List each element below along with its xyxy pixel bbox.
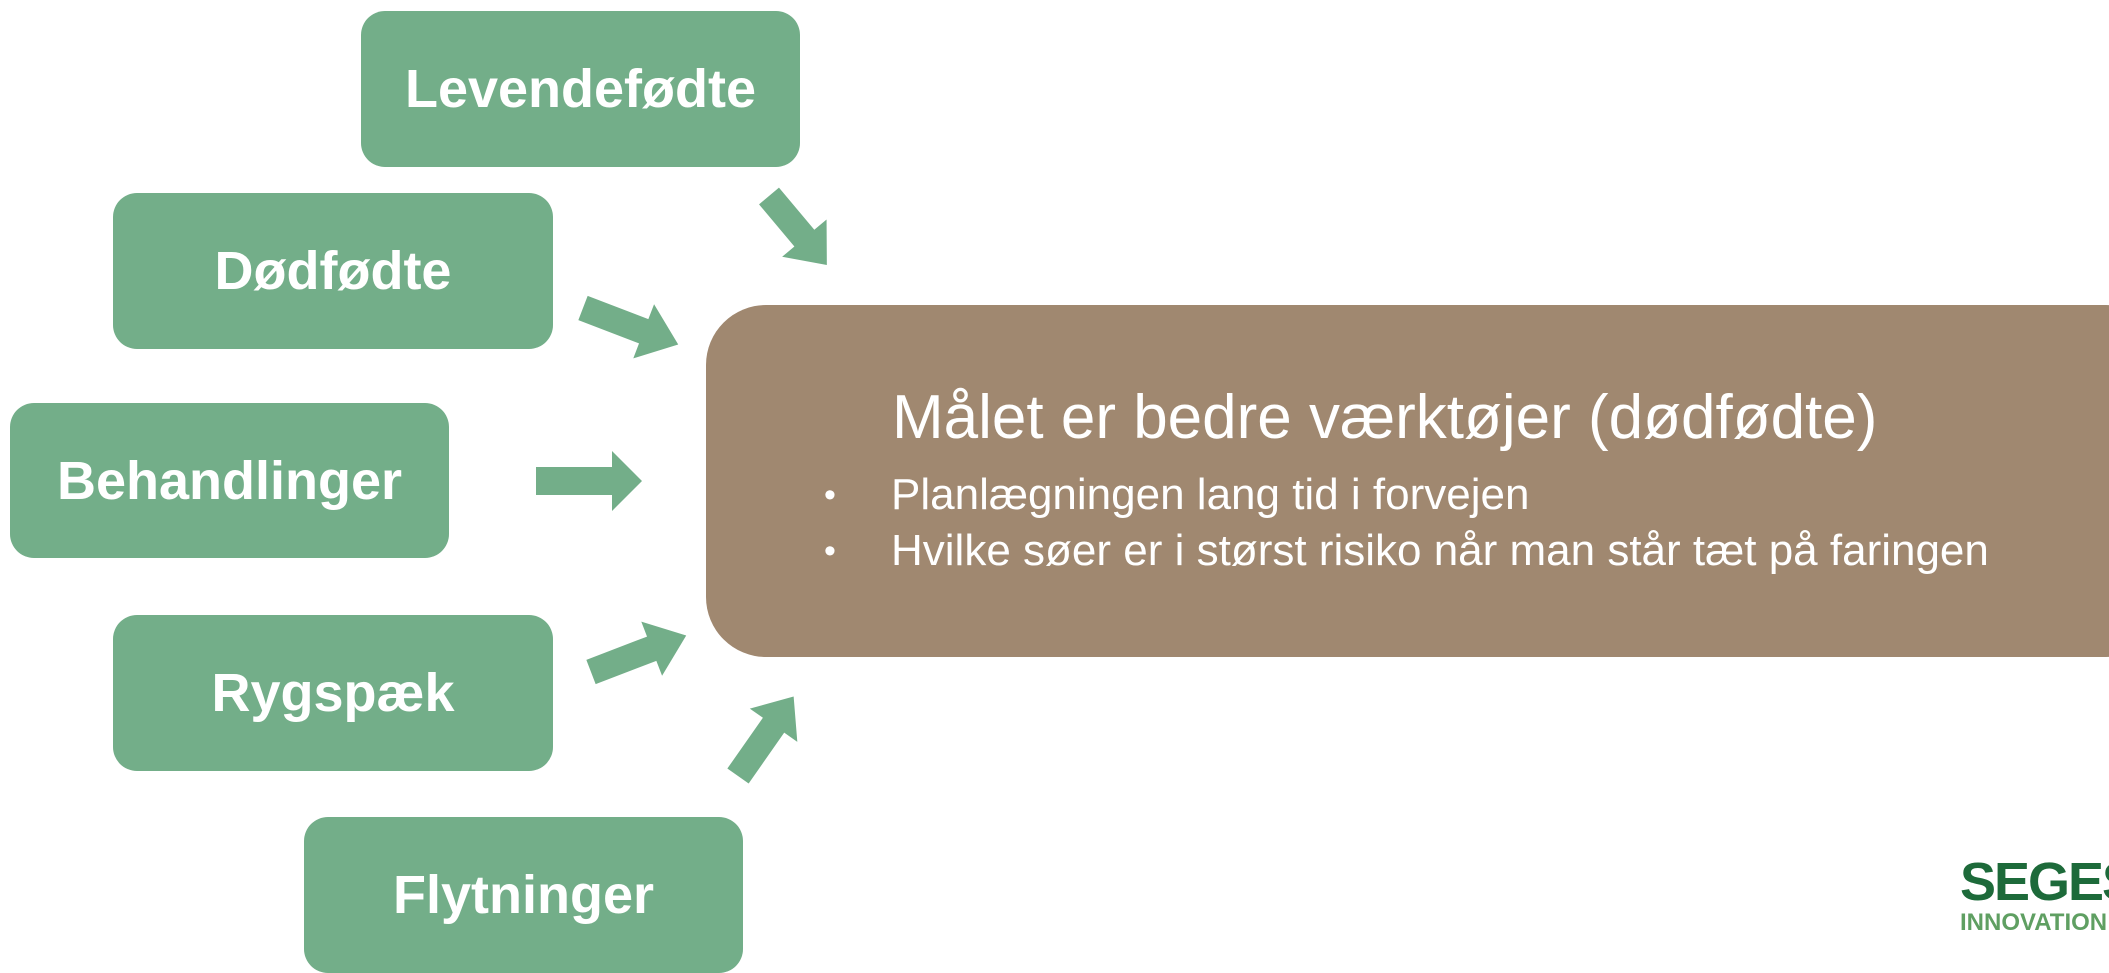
bullet-icon: •: [824, 476, 836, 514]
arrow-behandlinger: [536, 451, 642, 511]
seges-logo: SEGES INNOVATION: [1960, 855, 2109, 935]
arrow-dodfodte: [578, 295, 679, 359]
goal-box: Målet er bedre værktøjer (dødfødte) • Pl…: [706, 305, 2109, 657]
goal-bullet-item: • Hvilke søer er i størst risiko når man…: [706, 523, 1989, 579]
arrow-levendefodte: [759, 187, 827, 265]
arrow-rygspaek: [586, 621, 687, 685]
arrow-flytninger: [727, 696, 798, 784]
node-levendefodte: Levendefødte: [361, 11, 800, 167]
node-flytninger: Flytninger: [304, 817, 743, 973]
bullet-icon: •: [824, 532, 836, 570]
goal-bullet-item: • Planlægningen lang tid i forvejen: [706, 467, 1989, 523]
node-rygspaek: Rygspæk: [113, 615, 553, 771]
goal-bullet-text: Hvilke søer er i størst risiko når man s…: [891, 526, 1989, 575]
logo-sub-text: INNOVATION: [1960, 909, 2108, 936]
node-behandlinger: Behandlinger: [10, 403, 449, 558]
goal-bullet-list: • Planlægningen lang tid i forvejen • Hv…: [706, 467, 1989, 579]
goal-bullet-text: Planlægningen lang tid i forvejen: [891, 470, 1530, 519]
goal-title: Målet er bedre værktøjer (dødfødte): [892, 383, 1878, 452]
logo-main-text: SEGES: [1960, 852, 2109, 912]
node-dodfodte: Dødfødte: [113, 193, 553, 349]
